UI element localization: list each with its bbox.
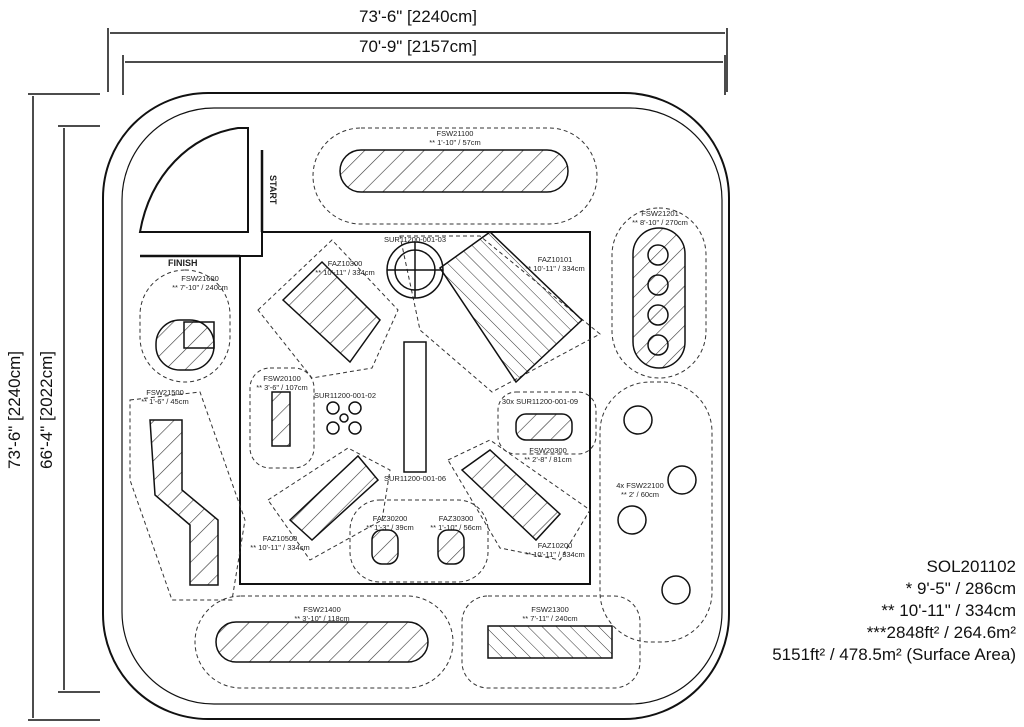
finish-label: FINISH <box>168 258 198 268</box>
label-code: FSW21201 <box>641 209 679 218</box>
label-size: ** 7'-11" / 240cm <box>522 614 577 623</box>
label-size: ** 1'-10" / 56cm <box>430 523 482 532</box>
label-size: ** 1'-10" / 57cm <box>429 138 481 147</box>
label-code: FSW21600 <box>181 274 219 283</box>
safety-zones <box>129 127 713 689</box>
label-code: SUR11200-001-03 <box>384 235 446 244</box>
label-size: ** 7'-10" / 240cm <box>172 283 228 292</box>
dimension-outer-width <box>107 28 728 92</box>
start-label: START <box>268 175 278 205</box>
label-code: FAZ10500 <box>263 534 298 543</box>
label-code: FAZ10200 <box>538 541 573 550</box>
outer-height-label: 73'-6" [2240cm] <box>5 351 24 469</box>
area-spec: ***2848ft² / 264.6m² <box>866 623 1016 642</box>
label-size: ** 10'-11" / 334cm <box>525 550 584 559</box>
label-code: 4x FSW22100 <box>616 481 664 490</box>
label-size: ** 1'-3" / 39cm <box>366 523 413 532</box>
fall-height-spec: ** 10'-11" / 334cm <box>881 601 1016 620</box>
label-code: FSW21400 <box>303 605 341 614</box>
label-size: ** 3'-10" / 118cm <box>294 614 349 623</box>
inner-width-label: 70'-9" [2157cm] <box>359 37 477 56</box>
label-code: 30x SUR11200-001-09 <box>502 397 578 406</box>
label-code: FAZ30200 <box>373 514 408 523</box>
summary-block: SOL201102 * 9'-5" / 286cm ** 10'-11" / 3… <box>696 556 1016 666</box>
central-court <box>239 231 591 585</box>
model-number: SOL201102 <box>926 557 1016 576</box>
label-code: FSW21100 <box>437 129 474 138</box>
label-code: FSW20300 <box>529 446 567 455</box>
label-code: SUR11200-001-02 <box>314 391 376 400</box>
label-code: FSW21500 <box>146 388 184 397</box>
surface-area-spec: 5151ft² / 478.5m² (Surface Area) <box>772 645 1016 664</box>
corner-zone <box>138 127 249 233</box>
label-code: FSW21300 <box>531 605 569 614</box>
label-size: ** 10'-11" / 334cm <box>250 543 309 552</box>
component-labels: FSW21100 ** 1'-10" / 57cm FSW21201 ** 8'… <box>141 129 688 623</box>
label-code: FSW20100 <box>263 374 301 383</box>
label-code: FAZ10300 <box>328 259 363 268</box>
inner-height-label: 66'-4" [2022cm] <box>37 351 56 469</box>
equipment <box>149 149 697 663</box>
label-size: ** 8'-10" / 270cm <box>632 218 688 227</box>
outer-width-label: 73'-6" [2240cm] <box>359 7 477 26</box>
label-size: ** 1'-6" / 45cm <box>141 397 188 406</box>
label-code: FAZ30300 <box>439 514 474 523</box>
dimension-outer-height <box>28 93 100 721</box>
dimension-inner-height <box>58 125 100 693</box>
label-size: ** 2'-8" / 81cm <box>524 455 571 464</box>
dimension-inner-width <box>122 55 726 95</box>
label-code: FAZ10101 <box>538 255 573 264</box>
inner-boundary <box>121 107 723 705</box>
label-size: ** 2' / 60cm <box>621 490 659 499</box>
label-size: ** 3'-6" / 107cm <box>256 383 308 392</box>
label-code: SUR11200-001-06 <box>384 474 446 483</box>
label-size: ** 10'-11" / 334cm <box>525 264 584 273</box>
outer-boundary <box>102 92 730 720</box>
height-spec: * 9'-5" / 286cm <box>905 579 1016 598</box>
label-size: ** 10'-11" / 334cm <box>315 268 374 277</box>
